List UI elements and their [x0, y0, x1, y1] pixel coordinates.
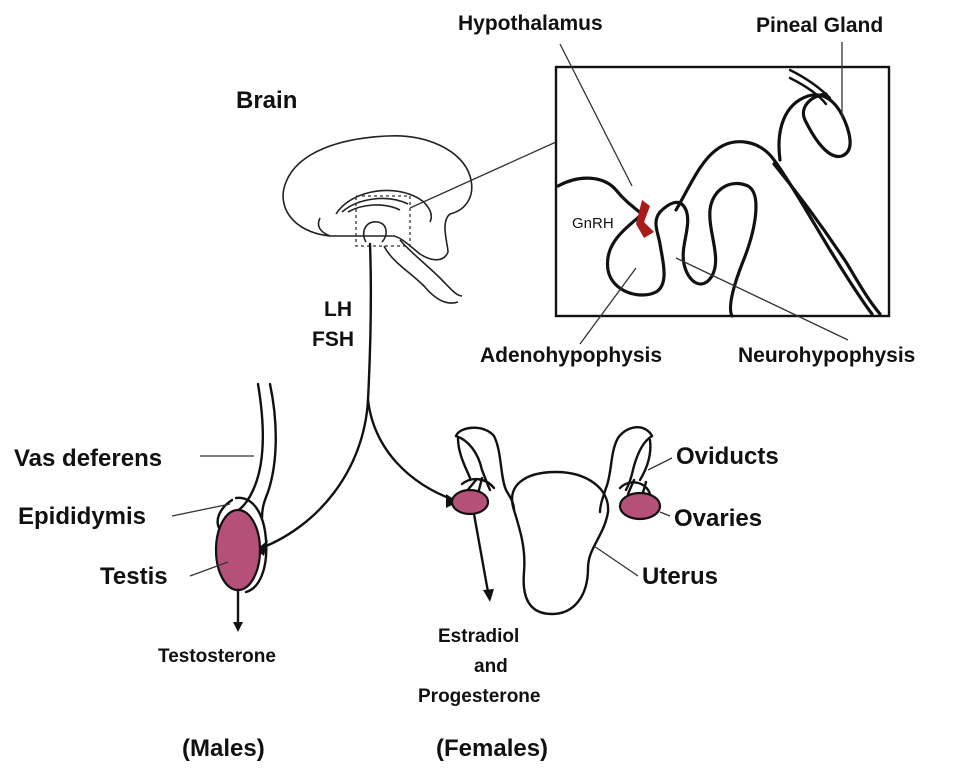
pituitary-inset: [556, 67, 889, 316]
label-lh: LH: [324, 298, 352, 321]
label-and: and: [474, 656, 508, 677]
brain-illustration: [283, 136, 472, 303]
vas-deferens-shape: [236, 384, 263, 512]
female-reproductive-illustration: [452, 427, 660, 614]
label-ovaries: Ovaries: [674, 505, 762, 532]
label-hypothalamus: Hypothalamus: [458, 12, 603, 35]
label-males: (Males): [182, 735, 265, 762]
label-adenohypophysis: Adenohypophysis: [480, 344, 662, 367]
label-testosterone: Testosterone: [158, 646, 276, 667]
zoom-leader-line: [410, 142, 556, 208]
label-females: (Females): [436, 735, 548, 762]
label-vas-deferens: Vas deferens: [14, 445, 162, 472]
uterus-shape: [512, 472, 608, 614]
label-epididymis: Epididymis: [18, 503, 146, 530]
uterus-leader: [594, 546, 638, 576]
inset-frame: [556, 67, 889, 316]
oviducts-leader: [648, 458, 672, 470]
ovaries-leader: [660, 512, 670, 516]
label-brain: Brain: [236, 87, 297, 114]
label-testis: Testis: [100, 563, 168, 590]
label-oviducts: Oviducts: [676, 443, 779, 470]
left-ovary-shape: [452, 490, 488, 514]
label-progesterone: Progesterone: [418, 686, 540, 707]
label-estradiol: Estradiol: [438, 626, 519, 647]
label-fsh: FSH: [312, 328, 354, 351]
testis-shape: [216, 510, 260, 590]
label-neurohypophysis: Neurohypophysis: [738, 344, 915, 367]
label-gnrh: GnRH: [572, 215, 614, 232]
right-ovary-shape: [620, 493, 660, 519]
male-reproductive-illustration: [216, 384, 276, 632]
label-pineal-gland: Pineal Gland: [756, 14, 883, 37]
label-uterus: Uterus: [642, 563, 718, 590]
